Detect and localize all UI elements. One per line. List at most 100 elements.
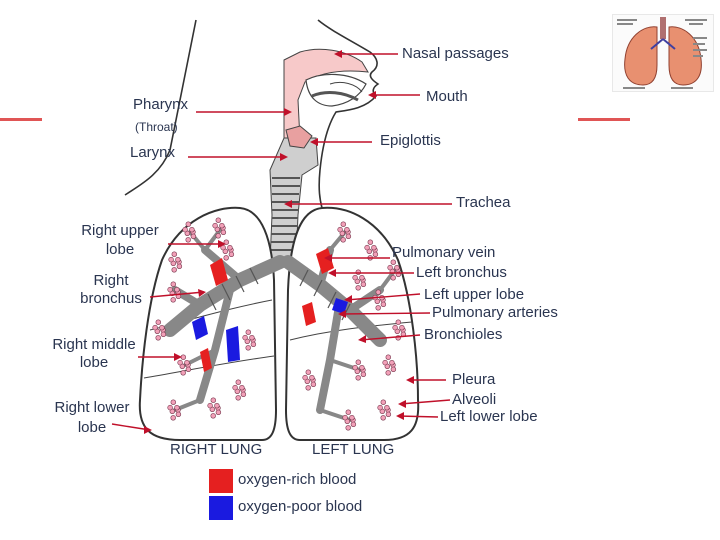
label-bronchioles: Bronchioles [424, 326, 503, 343]
alveolus-dot [184, 360, 190, 366]
alveolus-dot [375, 289, 381, 295]
alveolus-dot [160, 331, 167, 337]
label-right-lower-lobe-line2: lobe [77, 419, 107, 436]
alveolus-dot [360, 281, 367, 287]
legend-label-oxygen-rich: oxygen-rich blood [238, 471, 357, 488]
alveolus-dot [345, 233, 352, 240]
alveolus-dot [384, 405, 390, 411]
alveolus-dot [215, 233, 221, 239]
alveolus-dot [382, 359, 388, 366]
alveolus-dot [309, 375, 315, 381]
oxygen-rich-vessels [200, 248, 334, 372]
alveolus-dot [344, 227, 350, 233]
label-nasal-passages: Nasal passages [402, 45, 509, 62]
alveolus-dot [210, 397, 217, 403]
alveolus-dot [175, 257, 181, 263]
alveolus-dot [215, 409, 222, 415]
alveolus-dot [170, 297, 176, 303]
label-left-lower-lobe: Left lower lobe [440, 408, 538, 425]
alveolus-dot [350, 421, 357, 427]
alveolus-dot [390, 366, 397, 372]
leader-lines [111, 53, 452, 431]
label-pharynx: Pharynx [133, 96, 189, 113]
alveolus-dot [235, 395, 241, 401]
alveolus-dot [155, 335, 161, 341]
label-right-bronchus-line1: Right [93, 272, 129, 289]
alveolus-dot [385, 411, 392, 417]
alveolus-dot [240, 391, 247, 397]
label-alveoli: Alveoli [452, 391, 497, 408]
accent-line-right [578, 118, 630, 121]
alveolus-dot [228, 251, 235, 258]
label-mouth: Mouth [426, 88, 468, 105]
alveolus-dot [168, 256, 174, 263]
alveoli-clusters [152, 217, 407, 431]
label-left-bronchus: Left bronchus [416, 264, 507, 281]
alveolus-dot [250, 341, 257, 347]
alveolus-dot [340, 237, 346, 243]
alveolus-dot [389, 360, 395, 366]
alveolus-dot [395, 319, 401, 325]
alveolus-dot [219, 223, 225, 229]
alveolus-dot [171, 251, 178, 257]
alveolus-dot [305, 369, 311, 375]
alveolus-dot [302, 374, 308, 381]
alveolus-dot [360, 371, 367, 377]
alveolus-dot [223, 239, 230, 245]
leader-arrowheads [144, 50, 414, 434]
label-right-bronchus-line2: bronchus [80, 290, 142, 307]
alveolus-dot [385, 370, 391, 376]
alveolus-dot [380, 301, 387, 307]
alveolus-dot [392, 324, 398, 331]
alveolus-dot [310, 381, 317, 387]
label-right-lower-lobe-line1: Right lower [54, 399, 130, 416]
label-trachea: Trachea [456, 194, 511, 211]
label-pulmonary-arteries: Pulmonary arteries [432, 304, 558, 321]
alveolus-dot [174, 287, 180, 293]
alveolus-dot [170, 415, 176, 421]
alveolus-dot [155, 319, 162, 325]
alveolus-dot [215, 217, 222, 223]
head-outline [124, 19, 380, 209]
bronchial-tree [163, 228, 397, 422]
alveolus-dot [355, 269, 361, 275]
alveolus-dot [349, 415, 355, 421]
label-left-lung: LEFT LUNG [312, 441, 395, 458]
alveolus-dot [372, 251, 379, 258]
alveolus-dot [152, 324, 158, 331]
alveolus-dot [355, 285, 361, 291]
alveolus-dot [185, 366, 192, 372]
label-right-upper-lobe-line2: lobe [105, 241, 135, 258]
alveolus-dot [180, 370, 186, 376]
alveolus-dot [380, 415, 386, 421]
alveolus-dot [337, 226, 343, 233]
alveolus-dot [171, 267, 177, 273]
alveolus-dot [177, 359, 183, 366]
alveolus-dot [235, 379, 242, 385]
alveolus-dot [190, 233, 197, 240]
alveolus-dot [355, 359, 361, 365]
alveolus-dot [207, 402, 213, 409]
label-pulmonary-vein: Pulmonary vein [392, 244, 496, 261]
label-pleura: Pleura [452, 371, 496, 388]
alveolus-dot [175, 411, 182, 417]
alveolus-dot [220, 229, 227, 236]
alveolus-dot [342, 414, 348, 421]
alveolus-dot [367, 239, 373, 245]
alveolus-dot [242, 334, 248, 341]
alveolus-dot [399, 325, 405, 331]
alveolus-dot [239, 385, 245, 391]
alveolus-dot [371, 245, 377, 251]
alveolus-dot [167, 286, 173, 293]
accent-line-left [0, 118, 42, 121]
label-epiglottis: Epiglottis [380, 132, 441, 149]
label-throat: (Throat) [135, 120, 178, 134]
alveolus-dot [176, 263, 183, 269]
legend-swatch-oxygen-rich [209, 469, 233, 493]
label-larynx: Larynx [130, 144, 176, 161]
lungs-thumbnail-image [612, 14, 714, 92]
alveolus-dot [390, 275, 396, 281]
alveolus-dot [375, 305, 381, 311]
alveolus-dot [227, 245, 233, 251]
